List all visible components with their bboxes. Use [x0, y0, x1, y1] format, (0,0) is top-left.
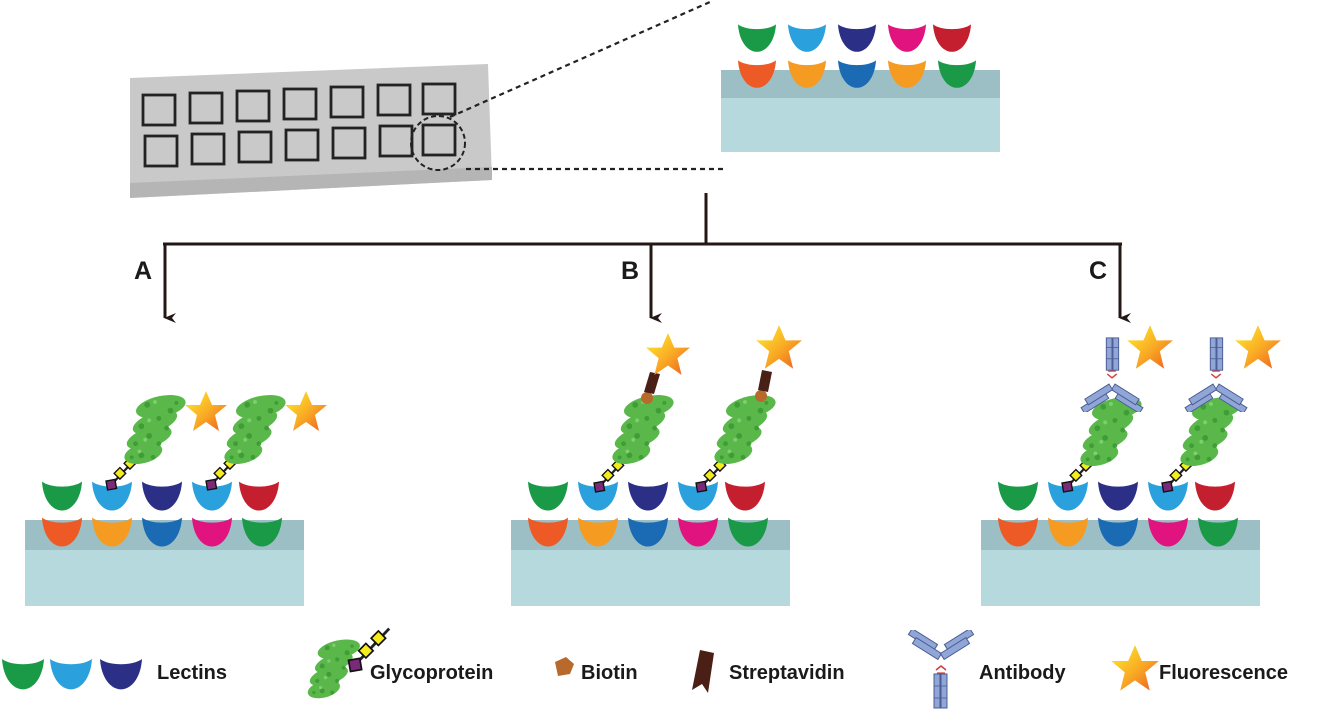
branch-label-a: A — [134, 257, 152, 285]
legend-fluorescence-icon — [1111, 645, 1159, 691]
panel-b-chip — [511, 481, 790, 606]
legend-streptavidin-icon — [692, 650, 714, 693]
branch-label-c: C — [1089, 257, 1107, 285]
panel-a-chip — [25, 481, 304, 606]
legend-lectins-label: Lectins — [157, 662, 227, 684]
zoom-lines — [449, 0, 725, 171]
branch-label-b: B — [621, 257, 639, 285]
legend-biotin-label: Biotin — [581, 662, 638, 684]
legend-biotin-icon — [555, 657, 574, 676]
branch-connectors — [163, 193, 1131, 323]
legend-fluorescence-label: Fluorescence — [1159, 662, 1288, 684]
legend-lectins-icon — [2, 659, 142, 690]
zoom-chip — [721, 24, 1000, 152]
panel-c-chip — [981, 481, 1260, 606]
legend: Lectins Glycoprotein Biotin Streptavidin… — [2, 627, 1288, 709]
panel-a-complexes — [104, 391, 327, 492]
panel-c-complexes — [1060, 325, 1281, 494]
legend-glycoprotein-label: Glycoprotein — [370, 662, 493, 684]
legend-streptavidin-label: Streptavidin — [729, 662, 845, 684]
panel-b-complexes — [592, 325, 802, 494]
legend-antibody-icon — [907, 630, 975, 709]
slide-array — [130, 64, 492, 198]
legend-antibody-label: Antibody — [979, 662, 1067, 684]
